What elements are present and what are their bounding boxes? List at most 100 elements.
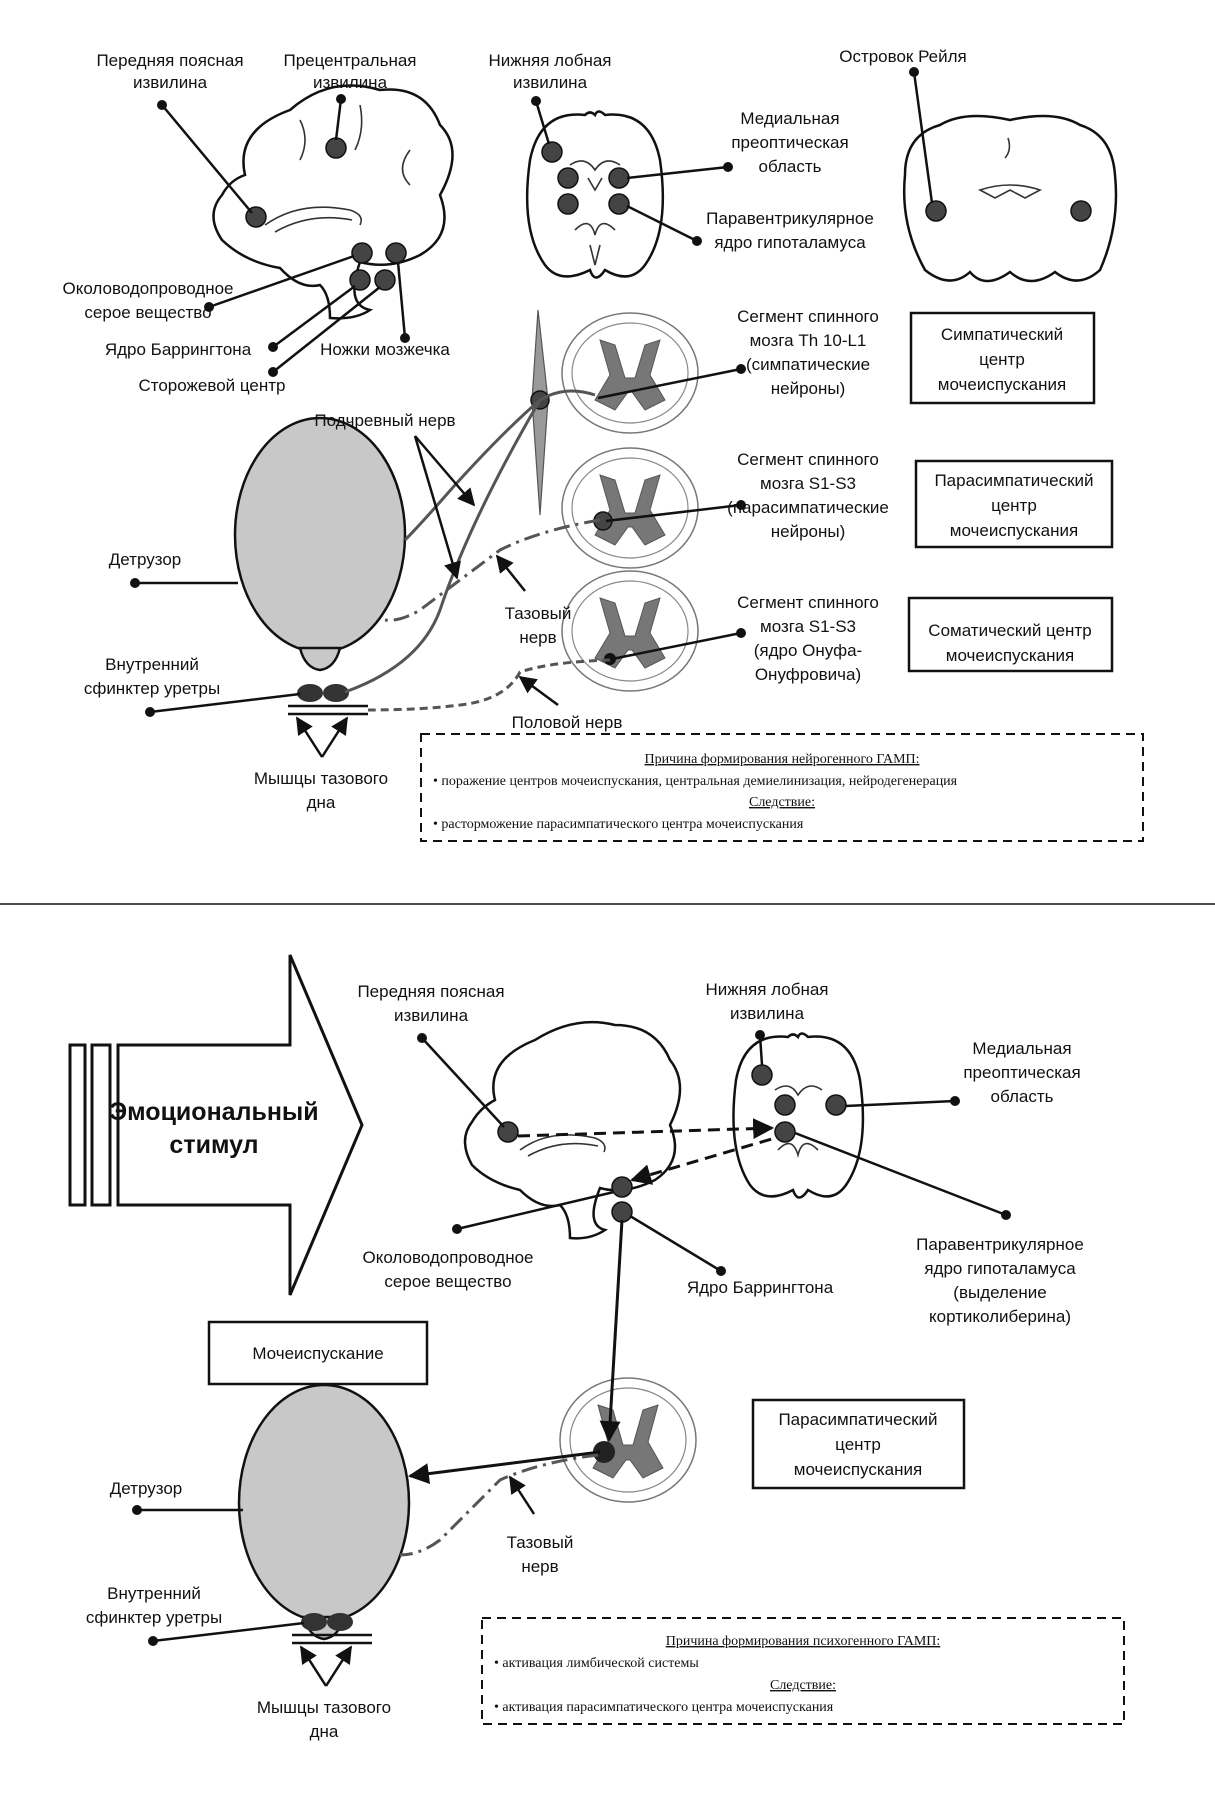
- top-somatic-box: [907, 596, 1114, 673]
- top-pelvic-nerve-label-1: Тазовый: [505, 604, 572, 623]
- top-panel: Передняя поясная извилина Прецентральная и…: [62, 47, 1144, 842]
- top-seg-s-para-1: Сегмент спинного: [737, 450, 879, 469]
- bottom-pag-label-2: серое вещество: [384, 1272, 511, 1291]
- top-hypogastric-nerve-2: [344, 399, 542, 694]
- top-insula-label: Островок Рейля: [839, 47, 967, 66]
- top-pag-label-1: Околоводопроводное: [62, 279, 233, 298]
- bottom-mpoa-label-3: область: [991, 1087, 1054, 1106]
- bottom-detrusor-label: Детрузор: [110, 1479, 182, 1498]
- top-acc-label-1: Передняя поясная: [96, 51, 243, 70]
- bottom-spinal-cord: [559, 1377, 697, 1503]
- top-seg-s-para-2: мозга S1-S3: [760, 474, 856, 493]
- top-parasympathetic-box-3: мочеиспускания: [950, 521, 1078, 540]
- top-pelvic-floor-label-1: Мышцы тазового: [254, 769, 388, 788]
- top-pointers: [130, 67, 934, 758]
- top-seg-s-onuf-3: (ядро Онуфа-: [754, 641, 862, 660]
- bottom-sphincter-label-1: Внутренний: [107, 1584, 201, 1603]
- top-barrington-label: Ядро Баррингтона: [105, 340, 252, 359]
- bottom-pag-dot: [611, 1176, 633, 1198]
- top-bladder: [233, 416, 407, 716]
- top-seg-th-1: Сегмент спинного: [737, 307, 879, 326]
- bottom-pvn-label-1: Паравентрикулярное: [916, 1235, 1084, 1254]
- emotional-stimulus-label-1: Эмоциональный: [109, 1098, 318, 1126]
- top-seg-s-onuf-2: мозга S1-S3: [760, 617, 856, 636]
- bottom-parasympathetic-box-2: центр: [835, 1435, 881, 1454]
- bottom-pvn-label-2: ядро гипоталамуса: [924, 1259, 1076, 1278]
- top-ifg-dot: [541, 141, 563, 163]
- sagittal-brain-bottom: [463, 1020, 682, 1240]
- bottom-parasympathetic-box: [751, 1398, 966, 1490]
- urination-box-label: Мочеиспускание: [252, 1344, 383, 1363]
- coronal-brain-top: [902, 114, 1118, 283]
- top-detrusor-label: Детрузор: [109, 550, 181, 569]
- top-sympathetic-box-2: центр: [979, 350, 1025, 369]
- bottom-acc-label-1: Передняя поясная: [357, 982, 504, 1001]
- bottom-parasympathetic-box-1: Парасимпатический: [778, 1410, 937, 1429]
- top-precentral-label-2: извилина: [313, 73, 388, 92]
- top-sympathetic-box-1: Симпатический: [941, 325, 1063, 344]
- top-ifg-label-2: извилина: [513, 73, 588, 92]
- sagittal-brain-top: [212, 84, 454, 320]
- top-somatic-box-1: Соматический центр: [928, 621, 1091, 640]
- axial-brain-top: [525, 110, 665, 279]
- top-pag-dot: [351, 242, 373, 264]
- top-seg-th-2: мозга Th 10-L1: [750, 331, 867, 350]
- top-precentral-dot: [325, 137, 347, 159]
- bottom-note-effect-item: • активация парасимпатического центра мо…: [494, 1700, 834, 1715]
- bottom-para-neuron-dot: [593, 1441, 615, 1463]
- top-sympathetic-chain: [531, 309, 549, 516]
- top-note-effect-item: • расторможение парасимпатического центр…: [433, 817, 804, 832]
- top-precentral-label-1: Прецентральная: [283, 51, 416, 70]
- bottom-bladder: [237, 1383, 411, 1645]
- top-sphincter-label-1: Внутренний: [105, 655, 199, 674]
- top-peduncle-dot: [385, 242, 407, 264]
- top-seg-th-3: (симпатические: [746, 355, 870, 374]
- top-seg-s-onuf-4: Онуфровича): [755, 665, 861, 684]
- top-sympathetic-box: [909, 311, 1096, 405]
- barrington-to-spinal-path: [599, 1219, 624, 1443]
- top-pelvic-floor-label-2: дна: [307, 793, 336, 812]
- top-pvn-dot-left: [557, 193, 579, 215]
- bottom-mpoa-dot-right: [825, 1094, 847, 1116]
- bottom-pelvic-floor-label-1: Мышцы тазового: [257, 1698, 391, 1717]
- top-pudendal-nerve: [367, 658, 611, 712]
- urination-box: [207, 1320, 429, 1386]
- bottom-pelvic-floor-label-2: дна: [310, 1722, 339, 1741]
- bottom-sphincter-label-2: сфинктер уретры: [86, 1608, 222, 1627]
- bottom-mpoa-label-1: Медиальная: [972, 1039, 1071, 1058]
- top-insula-dot-left: [925, 200, 947, 222]
- axial-brain-bottom: [732, 1032, 865, 1199]
- top-guard-label: Сторожевой центр: [138, 376, 285, 395]
- top-sympathetic-box-3: мочеиспускания: [938, 375, 1066, 394]
- top-seg-th-4: нейроны): [771, 379, 846, 398]
- top-pelvic-nerve: [384, 518, 601, 622]
- top-pag-label-2: серое вещество: [84, 303, 211, 322]
- top-acc-label-2: извилина: [133, 73, 208, 92]
- top-seg-s-onuf-1: Сегмент спинного: [737, 593, 879, 612]
- parasympathetic-to-detrusor-path: [407, 1450, 601, 1485]
- bottom-mpoa-dot-left: [774, 1094, 796, 1116]
- top-mpoa-label-2: преоптическая: [731, 133, 848, 152]
- top-seg-s-para-3: (парасимпатические: [727, 498, 889, 517]
- bottom-note-effect-title: Следствие:: [770, 1678, 836, 1693]
- acc-to-pvn-link: [517, 1118, 775, 1140]
- bottom-pelvic-nerve: [399, 1453, 599, 1557]
- top-pudendal-label: Половой нерв: [512, 713, 623, 732]
